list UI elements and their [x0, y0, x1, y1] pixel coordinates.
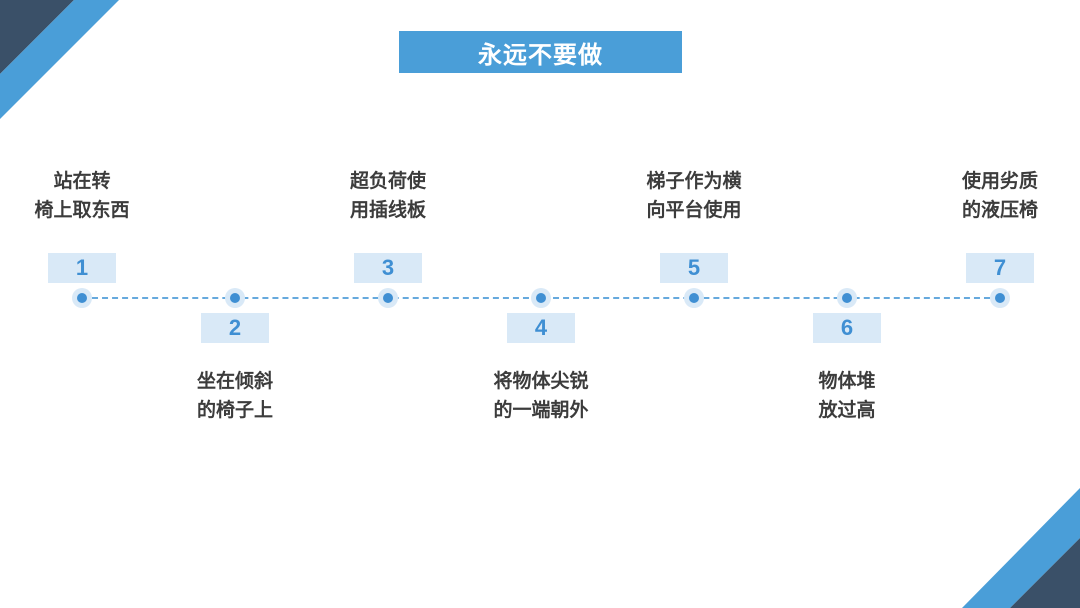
- timeline-item-label: 梯子作为横 向平台使用: [614, 167, 774, 225]
- label-line-1: 坐在倾斜: [196, 371, 273, 392]
- timeline-item-label: 超负荷使 用插线板: [308, 167, 468, 225]
- label-line-2: 放过高: [818, 400, 876, 421]
- label-line-1: 将物体尖锐: [493, 371, 589, 392]
- timeline-dot: [230, 293, 240, 303]
- timeline-item-5: 梯子作为横 向平台使用 5: [614, 0, 774, 608]
- timeline-item-6: 物体堆 放过高 6: [767, 0, 927, 608]
- label-line-2: 用插线板: [349, 200, 426, 221]
- timeline-item-7: 使用劣质 的液压椅 7: [920, 0, 1080, 608]
- number-badge: 2: [201, 313, 269, 343]
- timeline-item-1: 站在转 椅上取东西 1: [2, 0, 162, 608]
- label-line-2: 的液压椅: [961, 200, 1038, 221]
- timeline-dot: [995, 293, 1005, 303]
- label-line-1: 使用劣质: [961, 171, 1038, 192]
- number-badge: 3: [354, 253, 422, 283]
- timeline-item-label: 使用劣质 的液压椅: [920, 167, 1080, 225]
- label-line-2: 椅上取东西: [34, 200, 130, 221]
- timeline-item-label: 物体堆 放过高: [767, 367, 927, 425]
- label-line-2: 的椅子上: [196, 400, 273, 421]
- timeline-item-label: 将物体尖锐 的一端朝外: [461, 367, 621, 425]
- number-badge: 6: [813, 313, 881, 343]
- label-line-1: 物体堆: [818, 371, 876, 392]
- timeline-item-4: 将物体尖锐 的一端朝外 4: [461, 0, 621, 608]
- timeline-item-label: 站在转 椅上取东西: [2, 167, 162, 225]
- timeline-dot: [77, 293, 87, 303]
- number-badge: 4: [507, 313, 575, 343]
- label-line-1: 梯子作为横: [646, 171, 742, 192]
- timeline-dot: [383, 293, 393, 303]
- timeline-dot: [536, 293, 546, 303]
- number-badge: 1: [48, 253, 116, 283]
- timeline-item-label: 坐在倾斜 的椅子上: [155, 367, 315, 425]
- title-banner: 永远不要做: [399, 31, 682, 73]
- timeline-dot: [689, 293, 699, 303]
- label-line-2: 向平台使用: [646, 200, 742, 221]
- label-line-1: 超负荷使: [349, 171, 426, 192]
- timeline-dot: [842, 293, 852, 303]
- timeline-item-3: 超负荷使 用插线板 3: [308, 0, 468, 608]
- number-badge: 7: [966, 253, 1034, 283]
- label-line-1: 站在转: [53, 171, 111, 192]
- slide-title: 永远不要做: [478, 41, 603, 69]
- label-line-2: 的一端朝外: [493, 400, 589, 421]
- number-badge: 5: [660, 253, 728, 283]
- timeline-item-2: 坐在倾斜 的椅子上 2: [155, 0, 315, 608]
